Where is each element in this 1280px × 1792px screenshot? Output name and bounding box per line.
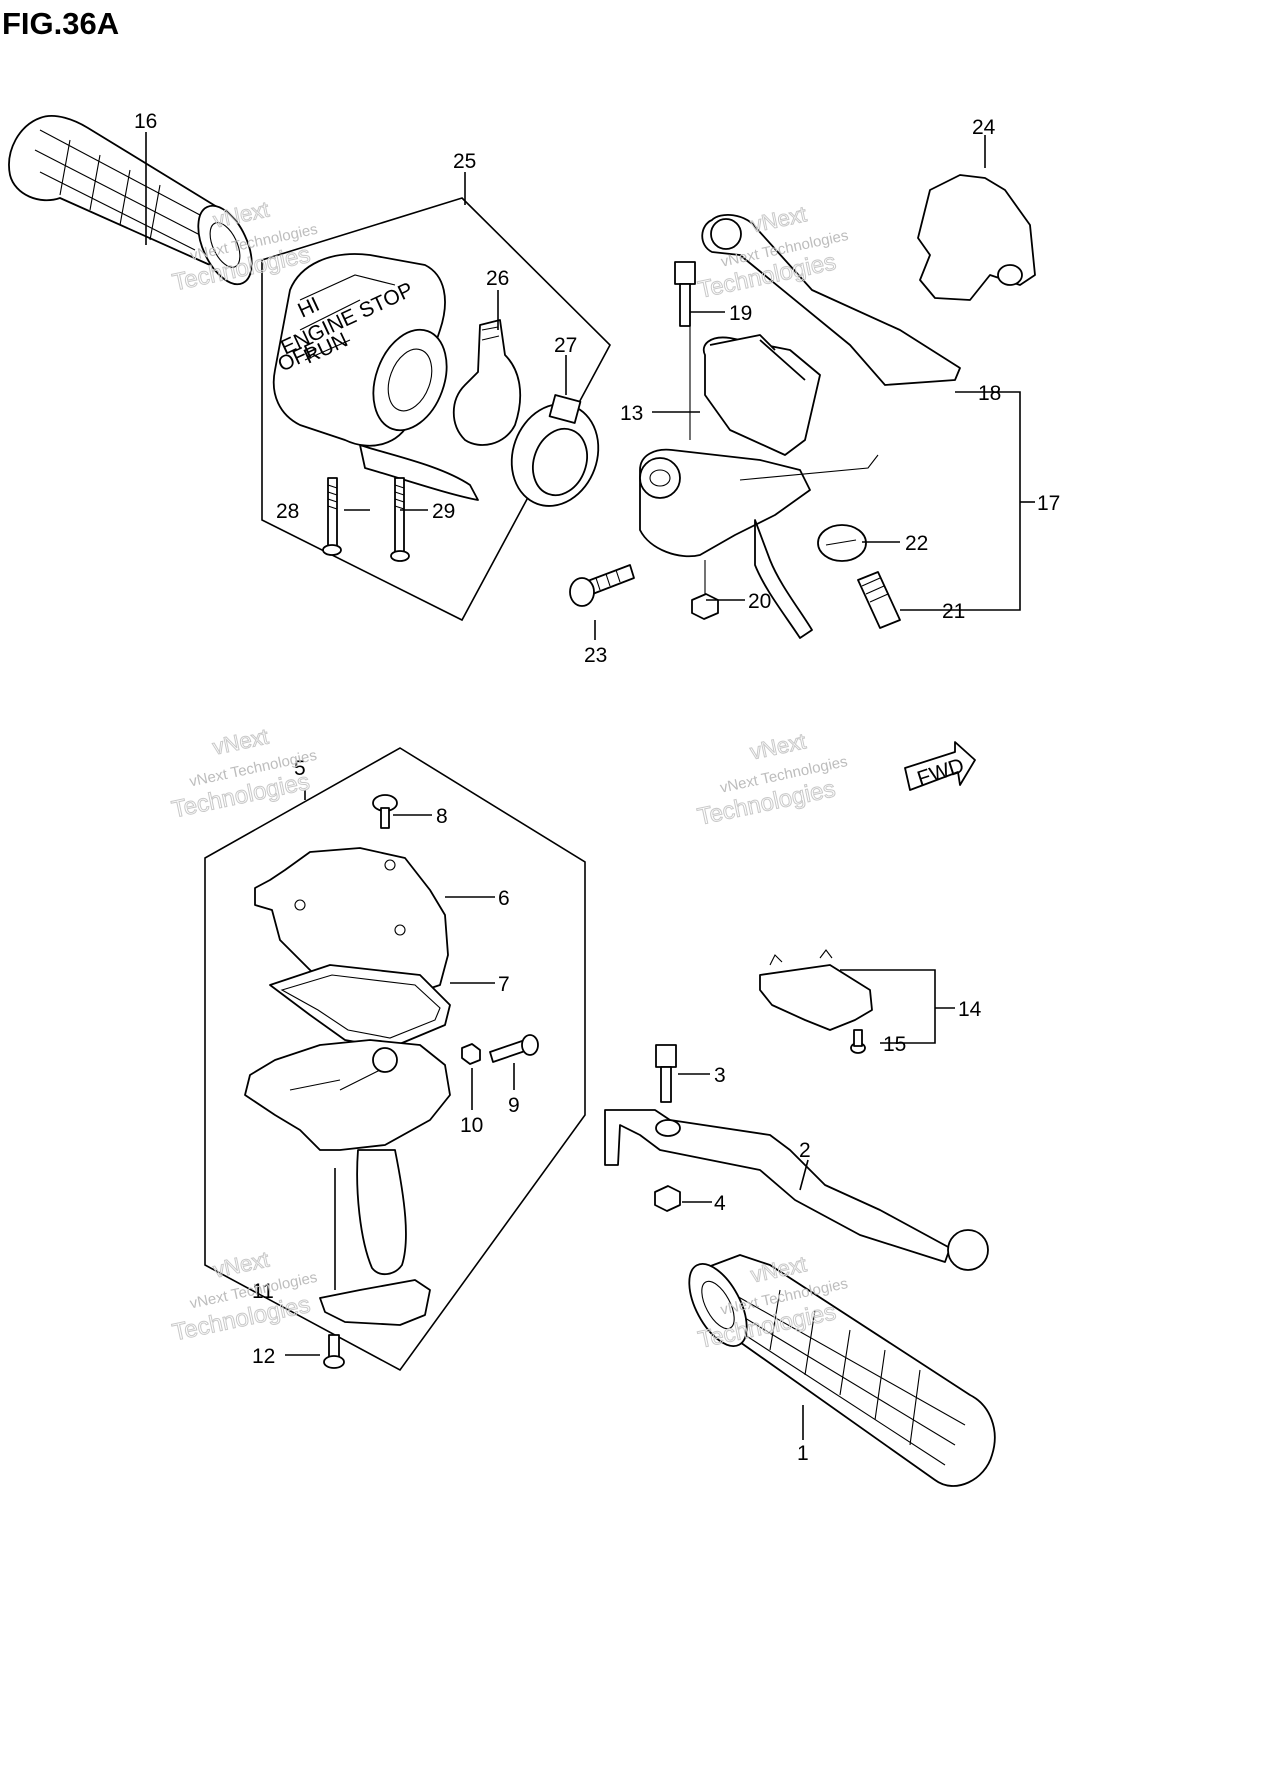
callout-25: 25 — [453, 150, 476, 173]
callout-21: 21 — [942, 600, 965, 623]
callout-22: 22 — [905, 532, 928, 555]
callout-24: 24 — [972, 116, 996, 139]
part-28-screw — [322, 477, 342, 556]
svg-text:vNext: vNext — [211, 1247, 271, 1283]
part-15-screw — [850, 1029, 866, 1054]
svg-text:vNext: vNext — [748, 728, 808, 764]
svg-text:vNext: vNext — [211, 197, 271, 233]
watermark-5: vNext vNext Technologies Technologies — [169, 1246, 318, 1347]
callout-1: 1 — [797, 1442, 809, 1465]
figure-title: FIG.36A — [2, 6, 119, 41]
callout-labels: 16 25 26 27 28 29 19 13 18 24 17 22 21 2… — [134, 110, 1060, 1465]
callout-23: 23 — [584, 644, 607, 667]
callout-9: 9 — [508, 1094, 520, 1117]
callout-28: 28 — [276, 500, 299, 523]
part-3-pivot-pin — [655, 1044, 677, 1103]
callout-4: 4 — [714, 1192, 726, 1215]
callout-19: 19 — [729, 302, 752, 325]
watermark-4: vNext vNext Technologies Technologies — [695, 728, 849, 831]
callout-13: 13 — [620, 402, 643, 425]
svg-text:vNext: vNext — [210, 724, 270, 760]
part-8-screw — [372, 794, 398, 829]
part-25-switch-assembly: HI ENGINE STOP OFF RUN — [261, 197, 611, 622]
callout-5: 5 — [294, 757, 306, 780]
callout-27: 27 — [554, 334, 577, 357]
part-26-throttle-insert — [452, 319, 522, 446]
callout-15: 15 — [883, 1033, 906, 1056]
part-16-left-grip — [8, 115, 253, 286]
callout-26: 26 — [486, 267, 509, 290]
svg-text:vNext: vNext — [748, 201, 808, 237]
part-27-ring — [510, 394, 600, 507]
callout-20: 20 — [748, 590, 771, 613]
callout-11: 11 — [252, 1280, 274, 1303]
callout-3: 3 — [714, 1064, 726, 1087]
callout-10: 10 — [460, 1114, 483, 1137]
fwd-arrow: FWD — [904, 741, 976, 791]
leader-lines — [145, 132, 1035, 1440]
part-14-brake-switch — [759, 949, 873, 1054]
callout-12: 12 — [252, 1345, 275, 1368]
callout-6: 6 — [498, 887, 510, 910]
part-2-brake-lever — [604, 1109, 989, 1271]
callout-16: 16 — [134, 110, 157, 133]
watermark-3: vNext vNext Technologies Technologies — [169, 723, 319, 824]
svg-text:vNext: vNext — [748, 1251, 808, 1287]
callout-18: 18 — [978, 382, 1001, 405]
callout-14: 14 — [958, 998, 982, 1021]
callout-8: 8 — [436, 805, 448, 828]
part-5-throttle-housing-assembly — [204, 747, 586, 1372]
part-17-lever-assembly — [569, 174, 1036, 639]
part-29-screw — [390, 477, 410, 562]
part-1-right-grip — [688, 1254, 996, 1487]
callout-17: 17 — [1037, 492, 1060, 515]
callout-29: 29 — [432, 500, 455, 523]
callout-7: 7 — [498, 973, 510, 996]
part-4-nut — [654, 1185, 681, 1212]
callout-2: 2 — [799, 1139, 811, 1162]
